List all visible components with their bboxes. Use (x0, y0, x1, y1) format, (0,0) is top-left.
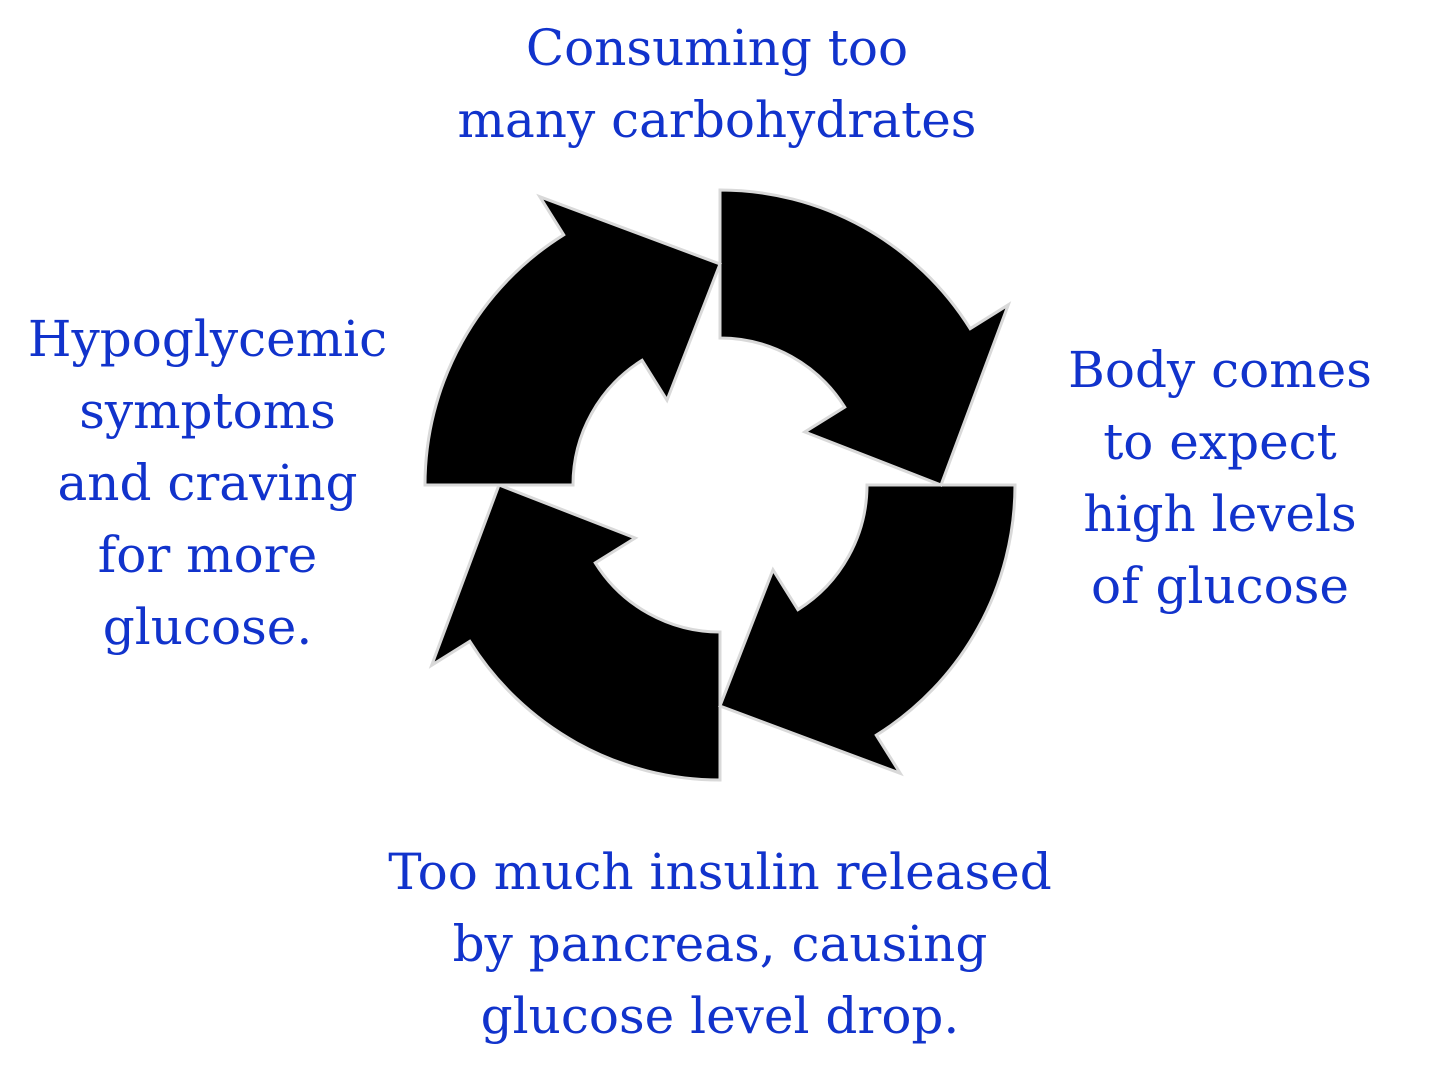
step-label-hypoglycemic-symptoms: Hypoglycemic symptoms and craving for mo… (0, 303, 415, 663)
step-label-body-expects-glucose: Body comes to expect high levels of gluc… (1010, 334, 1430, 622)
arrow-to-left-icon (428, 483, 722, 782)
step-label-line: high levels (1083, 485, 1357, 543)
step-label-line: Too much insulin released (388, 843, 1052, 901)
arrow-to-right-icon (718, 188, 1012, 487)
arrow-to-bottom-icon (718, 483, 1017, 777)
step-label-line: of glucose (1090, 557, 1350, 615)
step-label-line: many carbohydrates (457, 91, 977, 149)
step-label-line: and craving (57, 454, 358, 512)
step-label-line: by pancreas, causing (452, 915, 988, 973)
step-label-line: Body comes (1068, 341, 1372, 399)
step-label-line: symptoms (79, 382, 336, 440)
step-label-consuming-carbohydrates: Consuming too many carbohydrates (367, 12, 1067, 156)
step-label-line: glucose level drop. (480, 987, 960, 1045)
step-label-line: Hypoglycemic (27, 310, 388, 368)
step-label-line: glucose. (102, 598, 313, 656)
step-label-line: for more (97, 526, 318, 584)
step-label-line: to expect (1103, 413, 1337, 471)
step-label-insulin-released: Too much insulin released by pancreas, c… (320, 836, 1120, 1052)
arrow-to-top-icon (423, 193, 722, 487)
step-label-line: Consuming too (525, 19, 909, 77)
cycle-arrows (423, 188, 1017, 782)
